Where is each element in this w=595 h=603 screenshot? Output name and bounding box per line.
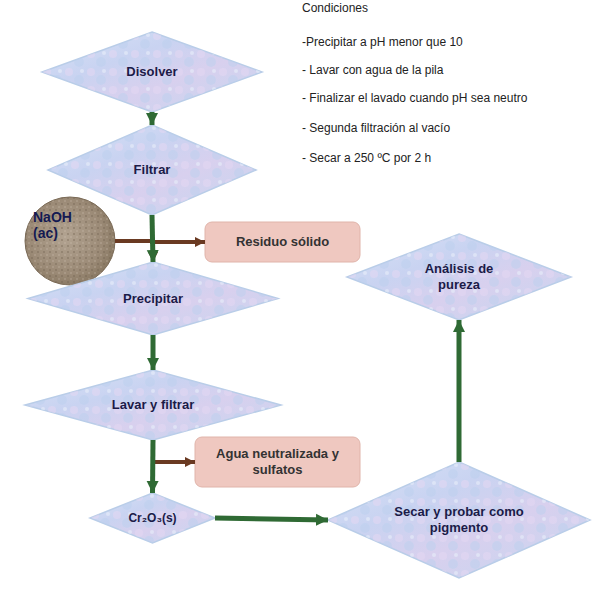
process-diamond: Secar y probar como pigmento xyxy=(328,462,590,578)
box-fill xyxy=(205,222,360,262)
process-diamond: Precipitar xyxy=(28,262,278,335)
node-text: Filtrar xyxy=(134,162,171,178)
side-arrow xyxy=(152,215,205,242)
diamond-texture xyxy=(25,370,281,440)
diamond-texture xyxy=(328,462,590,578)
diamond-texture xyxy=(347,234,571,320)
flow-arrow xyxy=(215,518,328,520)
box-fill xyxy=(195,437,360,487)
condition-note: -Precipitar a pH menor que 10 xyxy=(302,35,463,49)
diamond-fill xyxy=(42,32,262,112)
process-diamond: Análisis de pureza xyxy=(347,234,571,320)
side-arrow xyxy=(153,440,195,462)
node-text: Agua neutralizada y sulfatos xyxy=(208,446,348,478)
flow-arrow xyxy=(150,440,156,493)
diamond-fill xyxy=(25,370,281,440)
flow-arrow xyxy=(152,215,153,262)
node-text: Secar y probar como pigmento xyxy=(389,504,529,536)
diamond-fill xyxy=(90,493,215,543)
circle-texture xyxy=(25,197,115,285)
product-diamond: Cr₂O₃(s) xyxy=(90,493,215,543)
output-box: Residuo sólido xyxy=(205,222,360,262)
diamond-texture xyxy=(90,493,215,543)
circle-fill xyxy=(25,197,115,285)
flow-arrow xyxy=(457,320,462,462)
diamond-texture xyxy=(28,262,278,335)
diamond-fill xyxy=(28,262,278,335)
node-text: Disolver xyxy=(126,64,177,80)
condition-note: - Segunda filtración al vacío xyxy=(302,121,450,135)
node-text: Residuo sólido xyxy=(236,234,329,250)
condition-note: - Secar a 250 ºC por 2 h xyxy=(302,151,431,165)
condition-note: - Finalizar el lavado cuando pH sea neut… xyxy=(302,91,527,105)
process-diamond: Disolver xyxy=(42,32,262,112)
node-text: Precipitar xyxy=(123,291,183,307)
node-text: Análisis de pureza xyxy=(404,261,514,293)
flow-arrow xyxy=(151,335,156,370)
conditions-heading: Condiciones xyxy=(302,1,368,15)
diamond-fill xyxy=(347,234,571,320)
process-diamond: Lavar y filtrar xyxy=(25,370,281,440)
node-text: NaOH (ac) xyxy=(33,209,93,241)
reagent-circle: NaOH (ac) xyxy=(25,197,115,285)
diamond-fill xyxy=(328,462,590,578)
side-arrow xyxy=(115,241,153,262)
node-text: Lavar y filtrar xyxy=(112,397,194,413)
output-box: Agua neutralizada y sulfatos xyxy=(195,437,360,487)
diamond-texture xyxy=(42,32,262,112)
flow-arrow xyxy=(150,112,155,125)
node-text: Cr₂O₃(s) xyxy=(128,510,176,526)
condition-note: - Lavar con agua de la pila xyxy=(302,63,443,77)
